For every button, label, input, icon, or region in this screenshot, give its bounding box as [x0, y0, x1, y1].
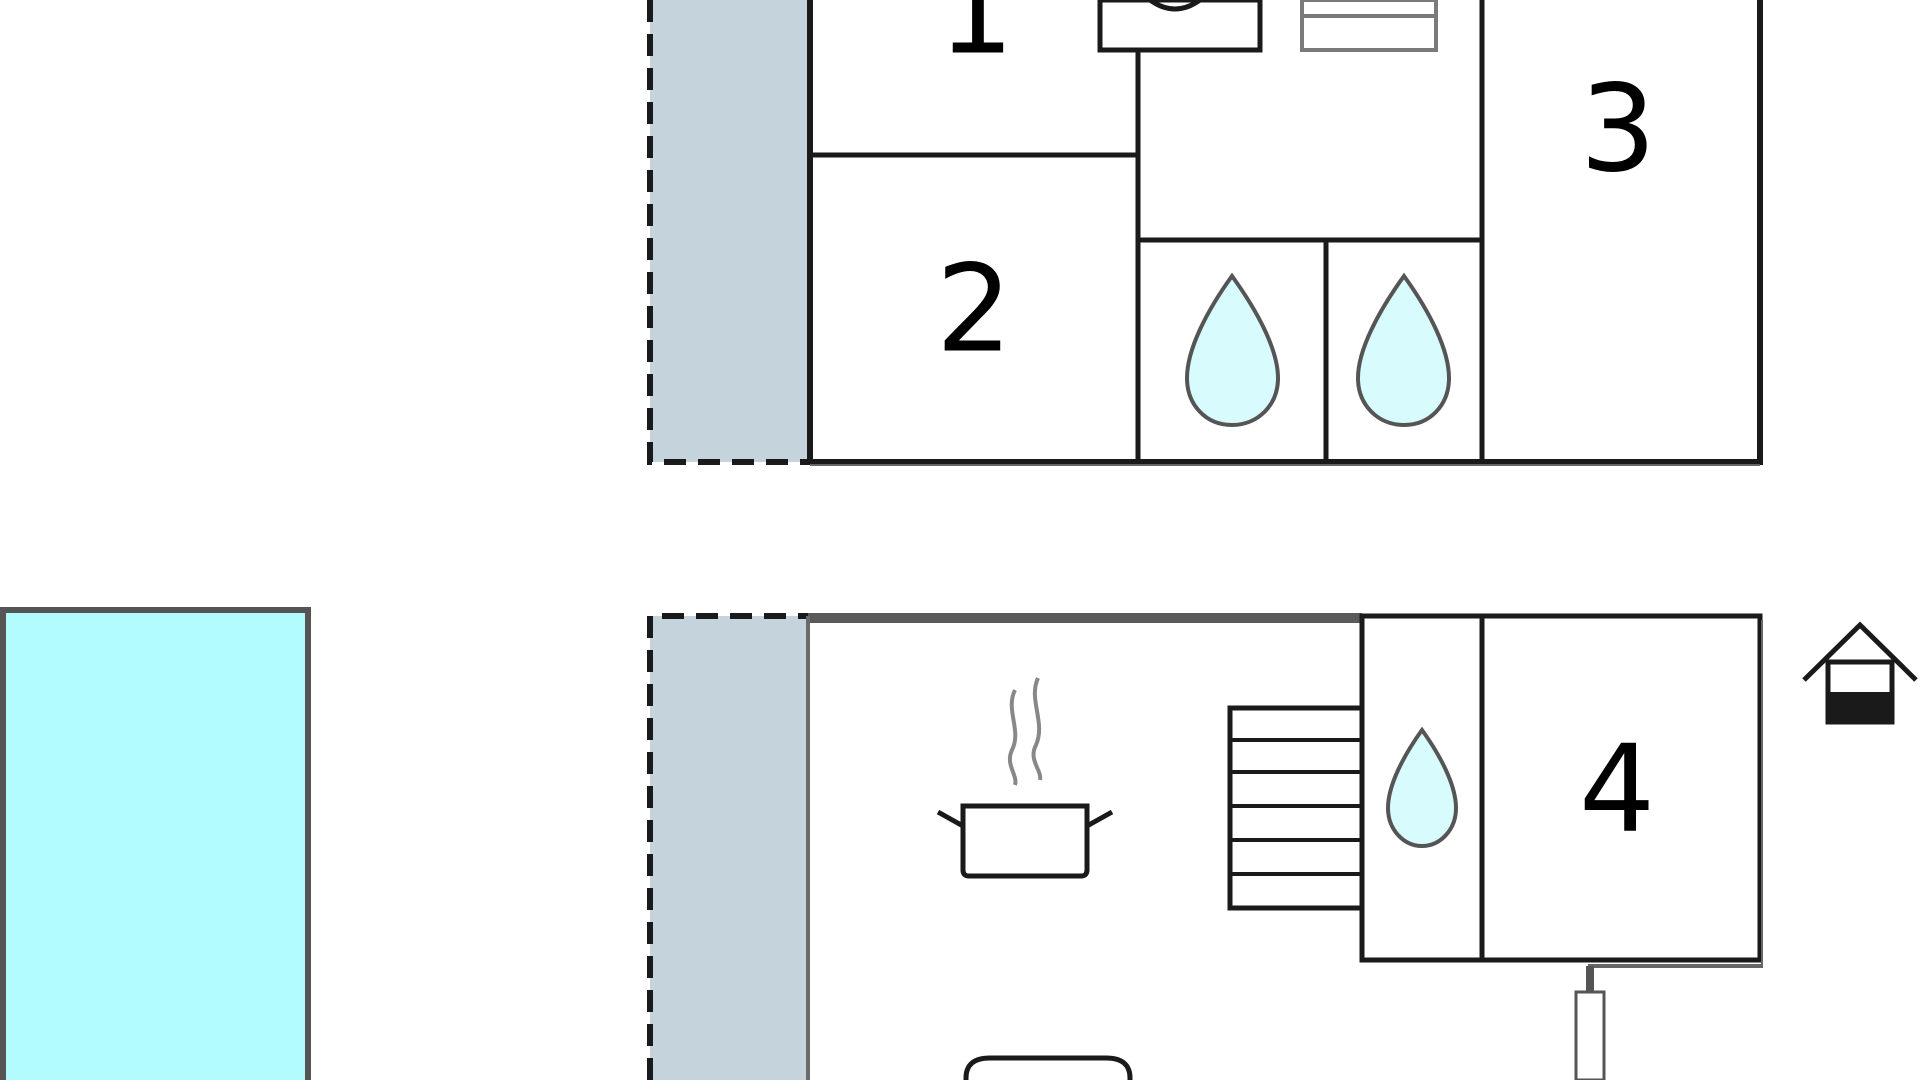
- upper-floor: 1 2 3: [647, 0, 1763, 466]
- stairs-icon: [1227, 705, 1365, 911]
- water-drop-icon: [1355, 272, 1452, 428]
- pool-icon: [0, 607, 311, 1080]
- room-label-4: 4: [1579, 721, 1655, 860]
- terrace-lower-dashed-border: [647, 613, 810, 1080]
- cooking-pot-icon: [936, 677, 1114, 879]
- pipe-fixture: [1574, 990, 1606, 1080]
- water-drop-icon: [1184, 272, 1281, 428]
- terrace-upper-dashed-border: [647, 0, 810, 465]
- fixture-box-curve: [1148, 0, 1202, 12]
- room-label-2: 2: [936, 241, 1012, 380]
- terrace-upper: [650, 0, 810, 462]
- house-entrance-icon: [1802, 621, 1918, 725]
- room-label-3: 3: [1580, 61, 1656, 200]
- water-drop-icon: [1385, 726, 1459, 849]
- stairs-upper-icon: [1300, 0, 1438, 52]
- room-label-1: 1: [938, 0, 1014, 82]
- upper-outer-wall: [807, 0, 1763, 465]
- terrace-lower: [650, 616, 810, 1080]
- table-outline: [963, 1055, 1133, 1080]
- lower-floor: 4: [647, 613, 1918, 1080]
